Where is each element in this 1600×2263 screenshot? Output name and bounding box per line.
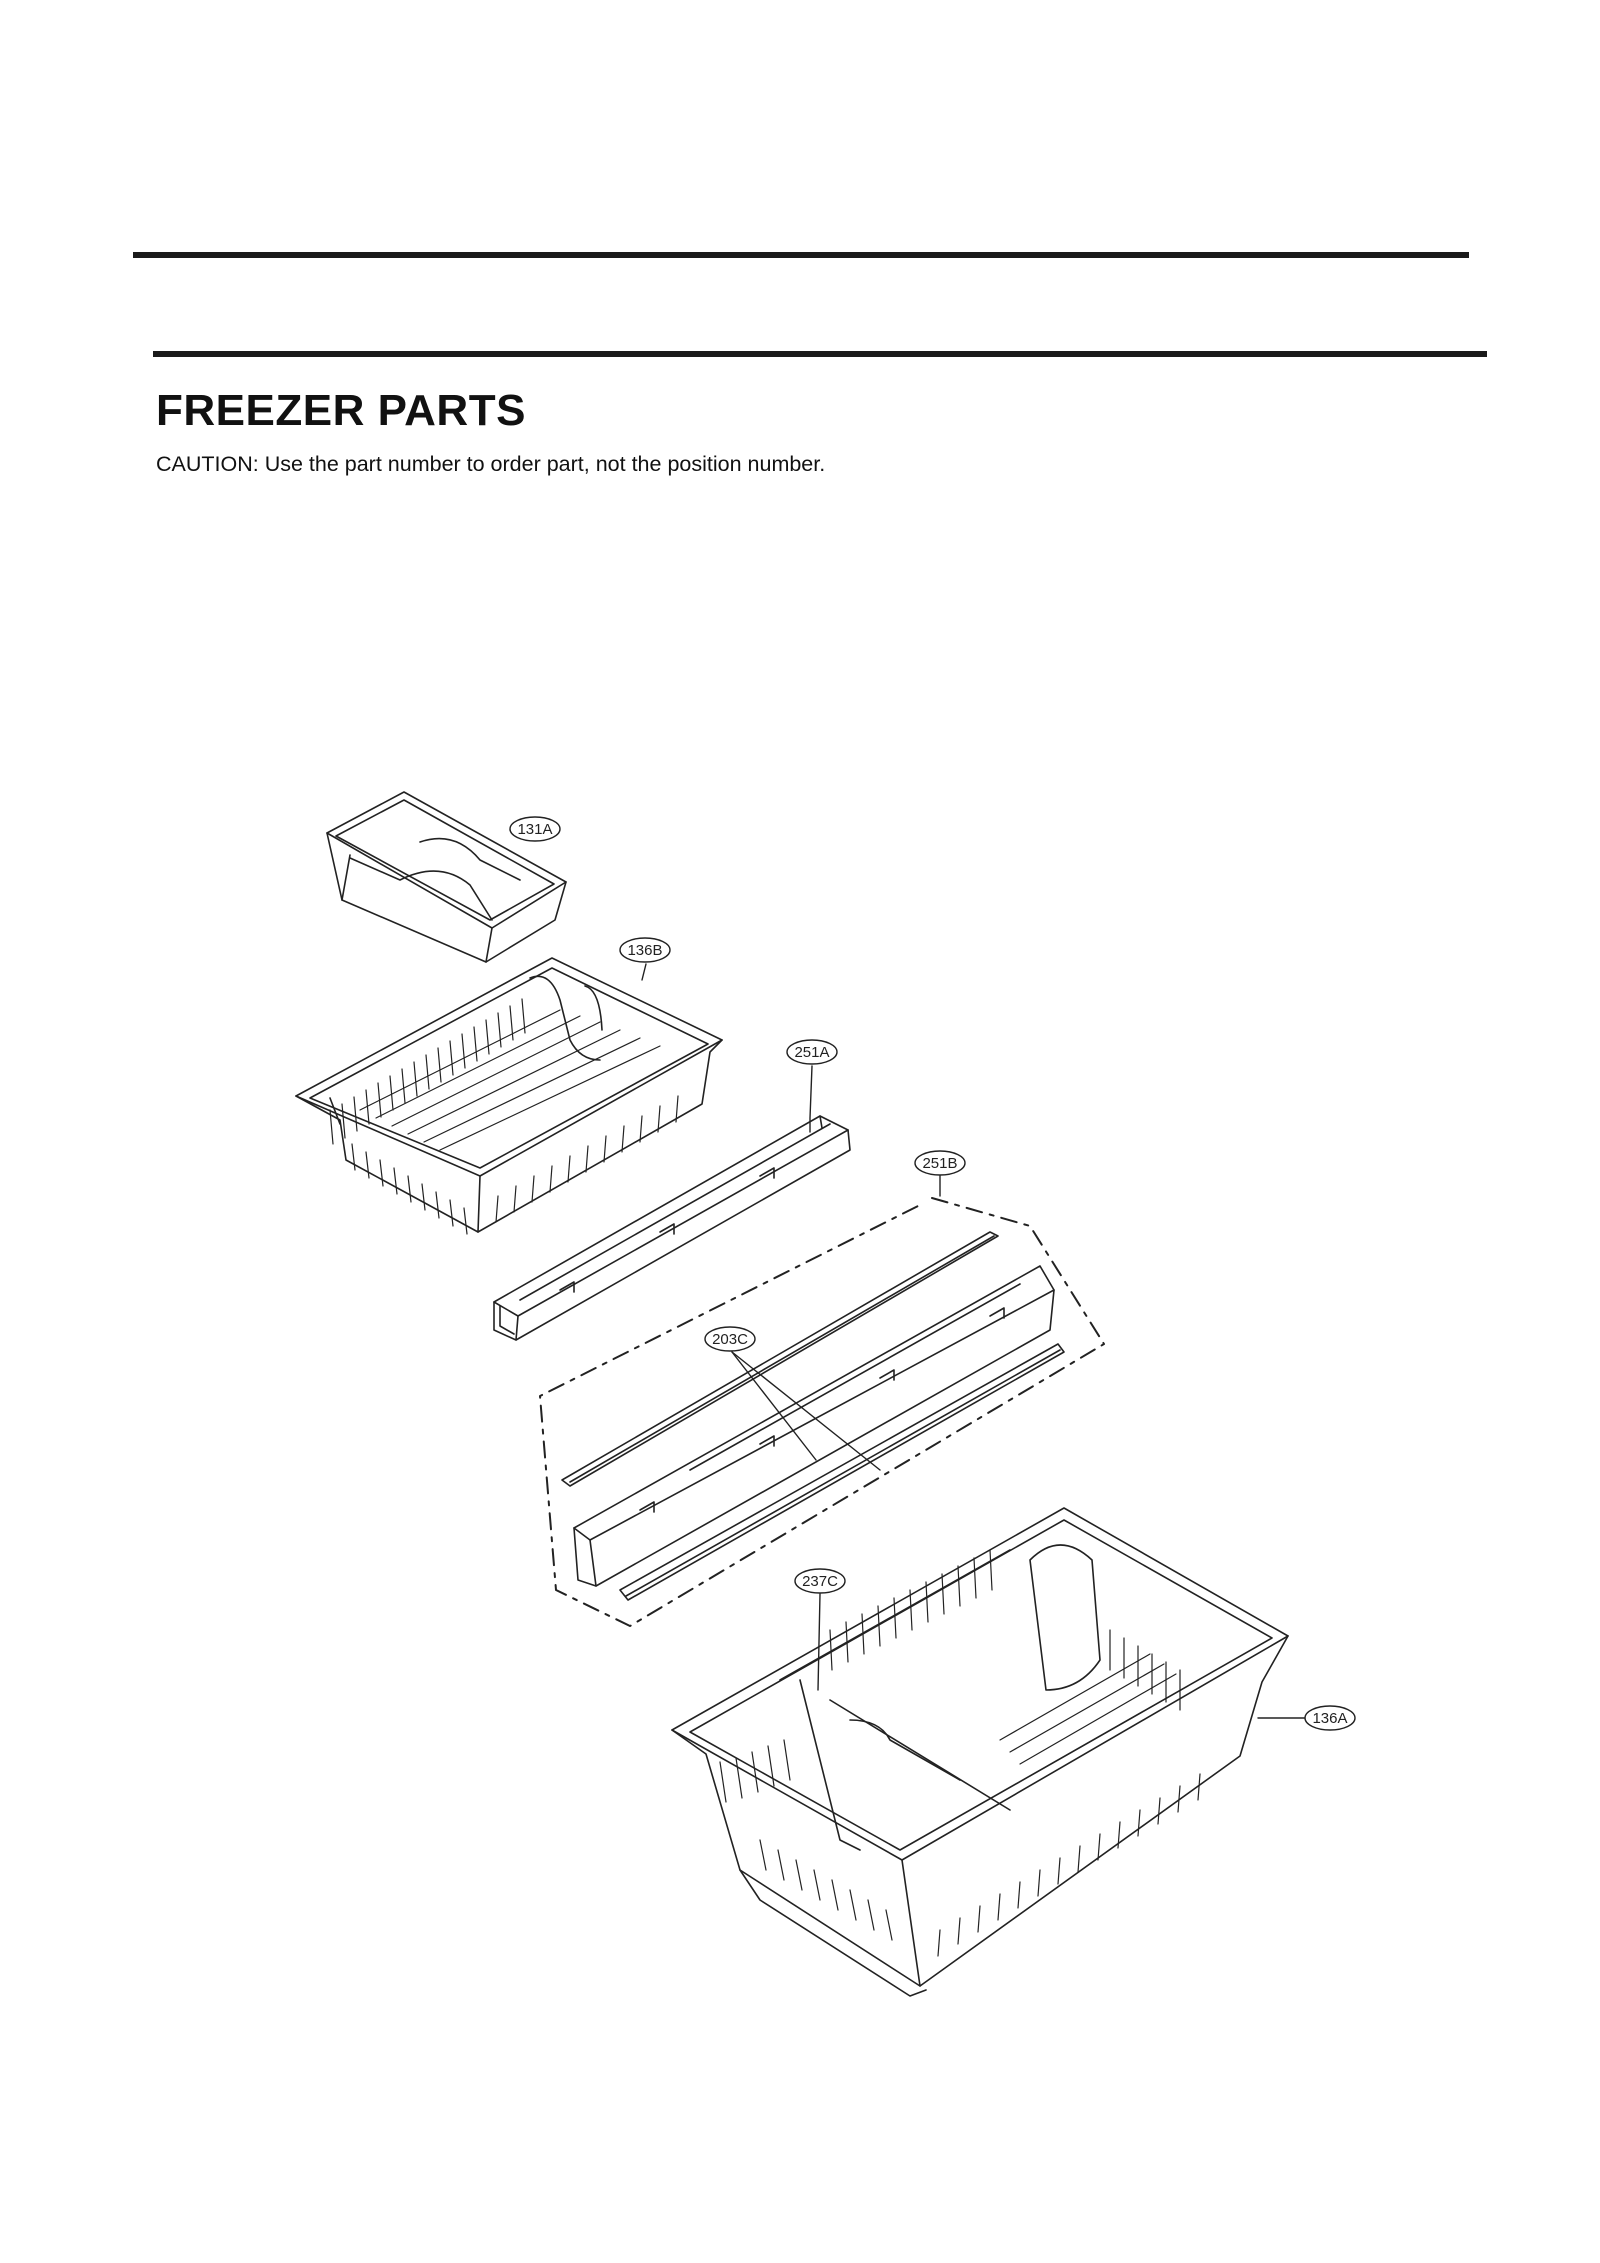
callout-203c-label: 203C <box>712 1331 748 1348</box>
callout-131a: 131A <box>509 816 561 842</box>
page-title: FREEZER PARTS <box>156 386 526 435</box>
callout-136a: 136A <box>1304 1705 1356 1731</box>
part-251b-assembly <box>561 1231 1065 1601</box>
part-131a-small-bin <box>326 791 567 963</box>
callout-136b-label: 136B <box>627 942 662 959</box>
callout-251b: 251B <box>914 1150 966 1176</box>
caution-note: CAUTION: Use the part number to order pa… <box>156 452 826 476</box>
top-rule <box>133 252 1469 258</box>
callout-131a-label: 131A <box>517 821 552 838</box>
part-251a-rail <box>493 1115 851 1341</box>
section-rule <box>153 351 1487 357</box>
part-251b-group-outline <box>539 1197 1105 1627</box>
part-136a-large-basket <box>671 1507 1289 1997</box>
callout-136a-label: 136A <box>1312 1710 1347 1727</box>
callout-203c: 203C <box>704 1326 756 1352</box>
callout-251b-label: 251B <box>922 1155 957 1172</box>
callout-251a: 251A <box>786 1039 838 1065</box>
callout-136b: 136B <box>619 937 671 963</box>
callout-251a-label: 251A <box>794 1044 829 1061</box>
callout-237c: 237C <box>794 1568 846 1594</box>
part-136b-basket <box>295 957 723 1235</box>
callout-237c-label: 237C <box>802 1573 838 1590</box>
